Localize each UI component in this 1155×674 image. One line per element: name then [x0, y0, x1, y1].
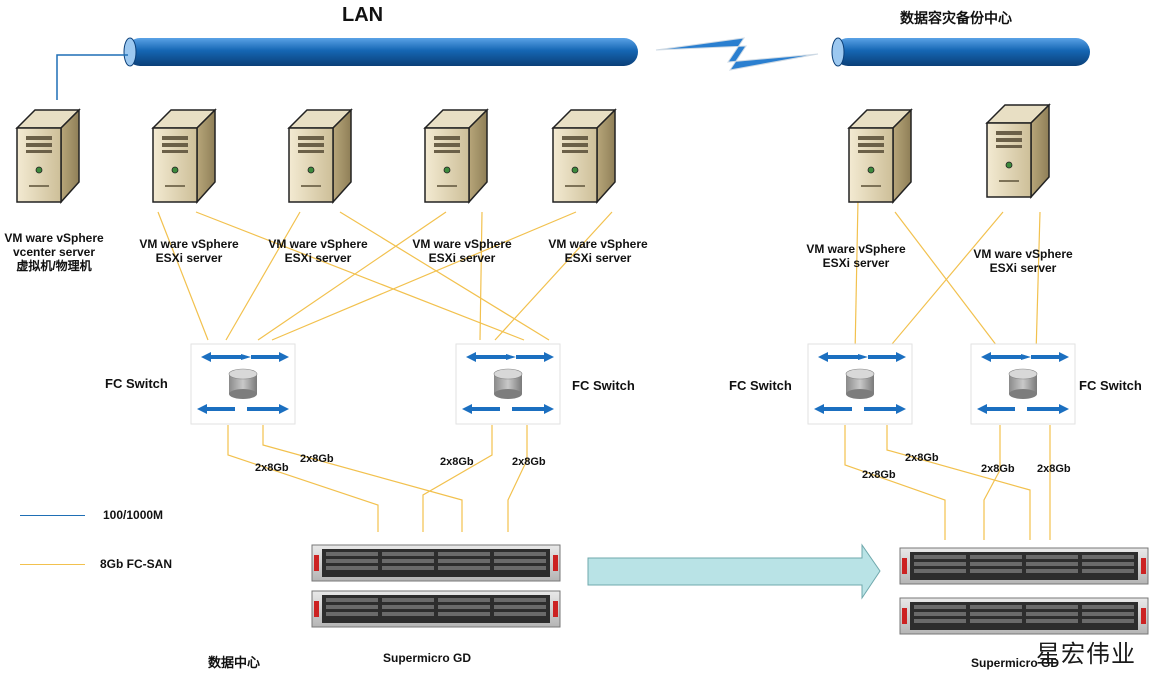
- fc-cables: [157, 199, 1051, 540]
- storage-rack-icon: [311, 590, 561, 628]
- link-speed-label: 2x8Gb: [512, 456, 546, 468]
- watermark: 星宏伟业: [1036, 640, 1136, 668]
- esxi-server-icon: [848, 109, 912, 203]
- link-speed-label: 2x8Gb: [981, 463, 1015, 475]
- legend-lan-swatch: [20, 515, 85, 516]
- link-speed-label: 2x8Gb: [440, 456, 474, 468]
- esxi-server-icon: [152, 109, 216, 203]
- link-speed-label: 2x8Gb: [300, 453, 334, 465]
- vcenter-label: VM ware vSphere vcenter server 虚拟机/物理机: [4, 231, 104, 273]
- fc-switch-icon: [806, 342, 914, 426]
- link-speed-label: 2x8Gb: [255, 462, 289, 474]
- storage-rack-icon: [311, 544, 561, 582]
- wan-link-icon: [655, 37, 819, 71]
- fc-switch-label: FC Switch: [729, 378, 792, 393]
- dr-lan-pipe: [831, 37, 1090, 67]
- storage-label: Supermicro GD: [383, 651, 472, 665]
- fc-switch-icon: [454, 342, 562, 426]
- link-speed-label: 2x8Gb: [905, 452, 939, 464]
- esxi-server-icon: [288, 109, 352, 203]
- esxi-server-icon: [552, 109, 616, 203]
- esxi-server-icon: [986, 104, 1050, 198]
- legend-fc-swatch: [20, 564, 85, 565]
- legend-fc-label: 8Gb FC-SAN: [100, 557, 172, 571]
- link-speed-label: 2x8Gb: [862, 469, 896, 481]
- datacenter-label: 数据中心: [208, 655, 261, 670]
- lan-title: LAN: [342, 4, 384, 26]
- storage-rack-icon: [899, 547, 1149, 585]
- storage-rack-icon: [899, 597, 1149, 635]
- replication-arrow: [587, 543, 881, 600]
- link-speed-label: 2x8Gb: [1037, 463, 1071, 475]
- vcenter-lan-link: [56, 54, 128, 100]
- fc-switch-label: FC Switch: [105, 376, 168, 391]
- fc-switch-icon: [189, 342, 297, 426]
- fc-switch-label: FC Switch: [1079, 378, 1142, 393]
- dr-center-title: 数据容灾备份中心: [900, 10, 1012, 26]
- vcenter-server-icon: [16, 109, 80, 203]
- esxi-server-icon: [424, 109, 488, 203]
- legend-lan-label: 100/1000M: [103, 508, 164, 522]
- fc-switch-icon: [969, 342, 1077, 426]
- fc-switch-label: FC Switch: [572, 378, 635, 393]
- lan-pipe: [123, 37, 638, 67]
- storage-label: Supermicro GD: [971, 656, 1060, 670]
